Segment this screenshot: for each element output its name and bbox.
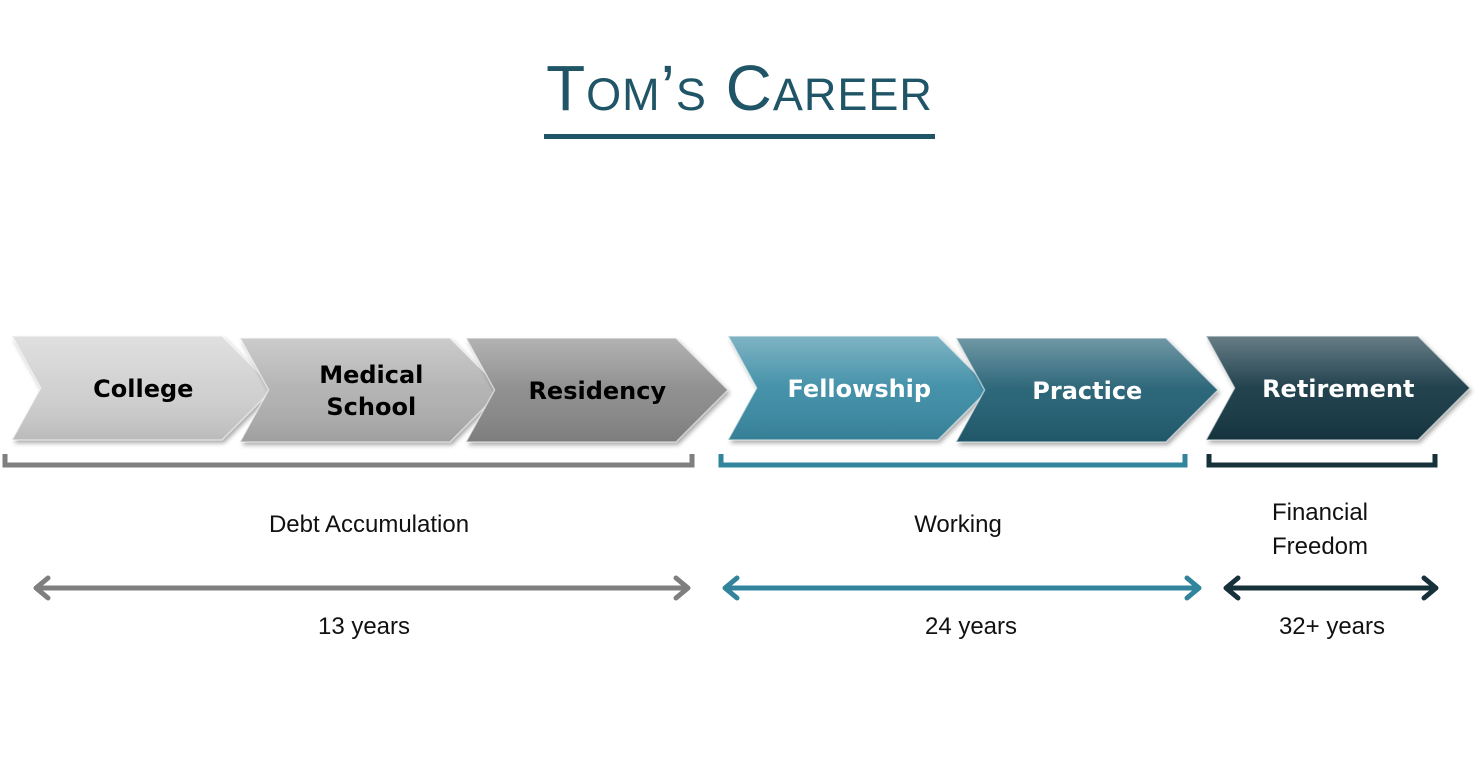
stage-chevron-gloss — [1204, 335, 1472, 441]
stage-label: Practice — [1032, 377, 1142, 405]
arrow-head-right — [1184, 575, 1202, 601]
stage-label: Residency — [528, 377, 666, 405]
phase-duration-1: 13 years — [317, 613, 411, 640]
stage-chevron-gloss — [726, 335, 992, 441]
arrow-head-right — [673, 575, 691, 601]
stage-chevron-6: Retirement — [1204, 335, 1472, 441]
stage-chevron-5: Practice — [954, 337, 1220, 443]
stage-chevron-3: Residency — [464, 337, 730, 443]
phase-bracket-3 — [1206, 454, 1438, 468]
stage-chevron-gloss — [464, 337, 730, 443]
stage-label: Retirement — [1262, 375, 1414, 403]
duration-arrow-2 — [722, 575, 1202, 601]
stage-label: College — [93, 375, 193, 403]
stage-label-line: Residency — [528, 377, 666, 405]
phase-label-line: Working — [914, 511, 1002, 538]
duration-arrow-1 — [33, 575, 691, 601]
arrow-head-left — [722, 575, 740, 601]
arrow-head-right — [1421, 575, 1439, 601]
stage-chevron-gloss — [954, 337, 1220, 443]
stage-label-line: College — [93, 375, 193, 403]
phase-label-line: Financial — [1271, 499, 1369, 526]
phase-duration-3: 32+ years — [1278, 613, 1386, 640]
page-title: Tom’s Career — [0, 42, 1479, 139]
phase-label-line: Freedom — [1271, 533, 1369, 560]
phase-bracket-2 — [718, 454, 1188, 468]
phase-label-1: Debt Accumulation — [169, 508, 569, 542]
stage-chevron-gloss — [10, 335, 276, 441]
stage-label-line: Retirement — [1262, 375, 1414, 403]
phase-duration-2: 24 years — [924, 613, 1018, 640]
stage-chevron-1: College — [10, 335, 276, 441]
stage-chevron-gloss — [238, 337, 504, 443]
phase-label-2: Working — [758, 508, 1158, 542]
phase-label-line: Debt Accumulation — [268, 511, 470, 538]
stage-label: Fellowship — [788, 375, 932, 403]
stage-label-line: School — [326, 393, 416, 421]
stage-label-line: Practice — [1032, 377, 1142, 405]
stage-chevron-4: Fellowship — [726, 335, 992, 441]
arrow-head-left — [33, 575, 51, 601]
stage-label-line: Medical — [319, 361, 423, 389]
duration-arrow-3 — [1223, 575, 1439, 601]
phase-bracket-1 — [2, 454, 695, 468]
page-title-text: Tom’s Career — [544, 42, 935, 139]
stage-label-line: Fellowship — [788, 375, 932, 403]
arrow-head-left — [1223, 575, 1241, 601]
